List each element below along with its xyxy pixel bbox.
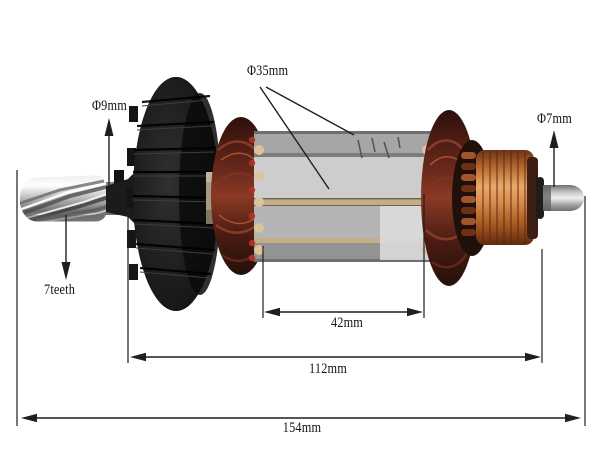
commutator xyxy=(452,140,544,256)
commutator-hooks xyxy=(461,152,476,236)
core-scratch-marks xyxy=(357,136,401,159)
end-shaft xyxy=(543,185,584,211)
label-overall-length: 154mm xyxy=(282,420,322,436)
label-gear-teeth-count: 7teeth xyxy=(44,282,76,298)
dimension-lines xyxy=(16,86,586,426)
helical-gear xyxy=(20,175,106,222)
label-left-shaft-diameter: Φ9mm xyxy=(92,98,127,114)
leader-core-diameter-2 xyxy=(265,86,355,136)
fan-fin-highlights xyxy=(132,99,217,279)
leader-core-diameter-1 xyxy=(259,86,330,190)
arrowhead-up-phi9 xyxy=(104,118,114,136)
fan-rear-rim xyxy=(179,93,221,295)
cooling-fan xyxy=(126,77,221,311)
fan-fin-ridges xyxy=(132,94,219,276)
arrowhead-down-7teeth xyxy=(61,262,71,280)
arrowhead-112-left xyxy=(130,352,146,362)
label-right-shaft-diameter: Φ7mm xyxy=(537,111,572,127)
label-core-diameter: Φ35mm xyxy=(247,63,289,79)
arrowhead-112-right xyxy=(525,352,541,362)
arrowhead-154-right xyxy=(565,413,581,423)
dimension-arrowheads xyxy=(21,118,581,423)
arrowhead-42-right xyxy=(407,307,423,317)
arrowhead-42-left xyxy=(264,307,280,317)
arrowhead-154-left xyxy=(21,413,37,423)
label-core-length: 42mm xyxy=(330,315,364,331)
label-body-length: 112mm xyxy=(309,361,347,377)
shaft-washer xyxy=(536,177,544,219)
arrowhead-up-phi7 xyxy=(549,130,559,148)
armature-rotor xyxy=(20,77,584,311)
armature-core xyxy=(248,131,437,262)
gear-spiral-flutes xyxy=(20,179,106,222)
commutator-segments xyxy=(482,150,526,245)
